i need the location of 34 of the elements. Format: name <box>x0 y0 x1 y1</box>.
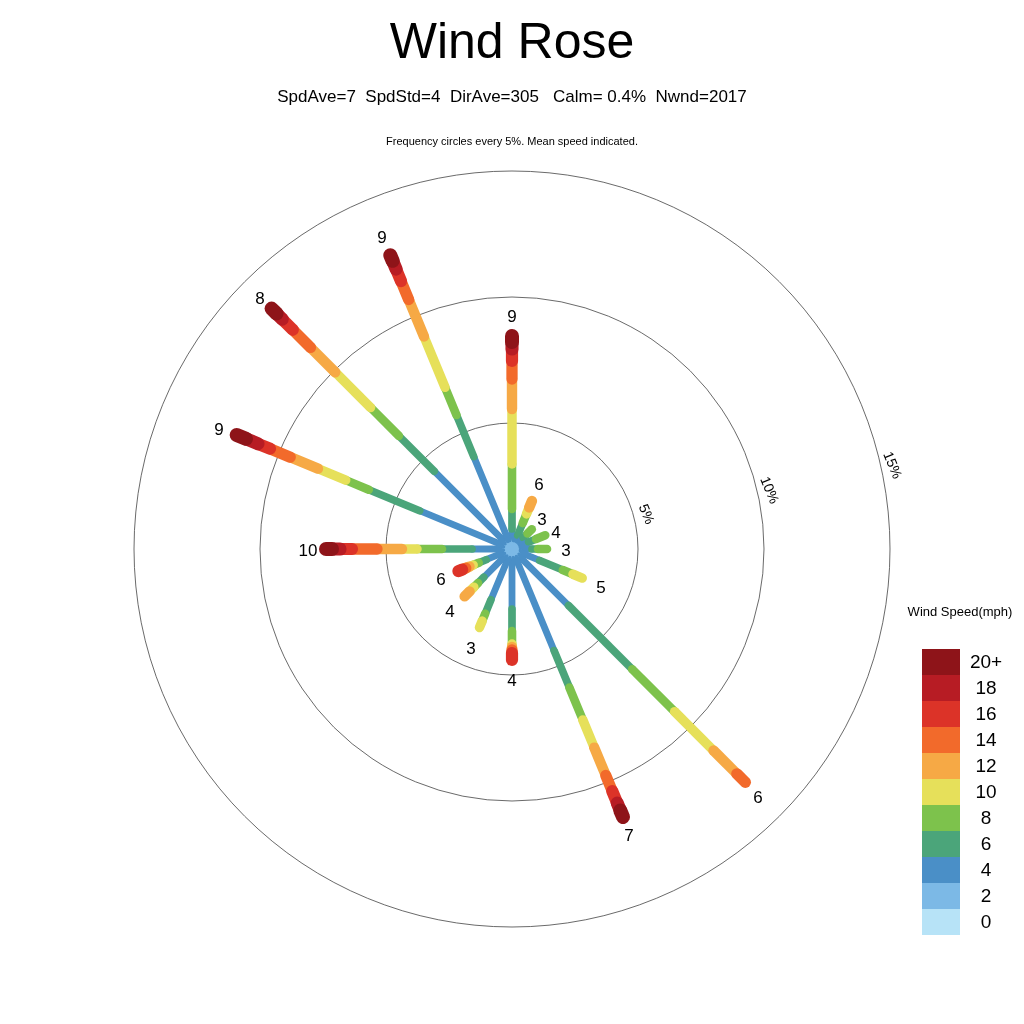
mean-speed-label: 5 <box>596 578 606 596</box>
mean-speed-label: 4 <box>445 602 455 620</box>
mean-speed-label: 3 <box>561 541 571 559</box>
legend-label: 14 <box>974 729 998 751</box>
mean-speed-label: 10 <box>298 541 318 559</box>
ring-label: 5% <box>636 502 658 526</box>
mean-speed-label: 4 <box>551 523 561 541</box>
chart-title: Wind Rose <box>389 12 635 70</box>
legend-label: 6 <box>979 833 993 855</box>
mean-speed-label: 9 <box>377 228 387 246</box>
mean-speed-label: 9 <box>507 307 517 325</box>
mean-speed-label: 4 <box>507 671 517 689</box>
ring-label: 15% <box>881 449 905 481</box>
mean-speed-label: 9 <box>214 420 224 438</box>
legend-label: 18 <box>974 677 998 699</box>
statistics-line: SpdAve=7 SpdStd=4 DirAve=305 Calm= 0.4% Nwnd=2017 <box>277 87 747 105</box>
mean-speed-label: 6 <box>436 570 446 588</box>
legend-label: 2 <box>979 885 993 907</box>
mean-speed-label: 3 <box>537 510 547 528</box>
mean-speed-label: 7 <box>624 826 634 844</box>
legend-label: 16 <box>974 703 998 725</box>
legend-label: 10 <box>974 781 998 803</box>
legend-label: 0 <box>979 911 993 933</box>
mean-speed-label: 6 <box>534 475 544 493</box>
mean-speed-label: 6 <box>753 788 763 806</box>
chart-note: Frequency circles every 5%. Mean speed indicated. <box>386 135 638 147</box>
ring-label: 10% <box>758 474 782 506</box>
mean-speed-label: 3 <box>466 639 476 657</box>
legend-label: 8 <box>979 807 993 829</box>
mean-speed-label: 8 <box>255 289 265 307</box>
legend-label: 12 <box>974 755 998 777</box>
legend-title: Wind Speed(mph) <box>907 604 1013 618</box>
legend-label: 4 <box>979 859 993 881</box>
legend-label: 20+ <box>968 651 1004 673</box>
